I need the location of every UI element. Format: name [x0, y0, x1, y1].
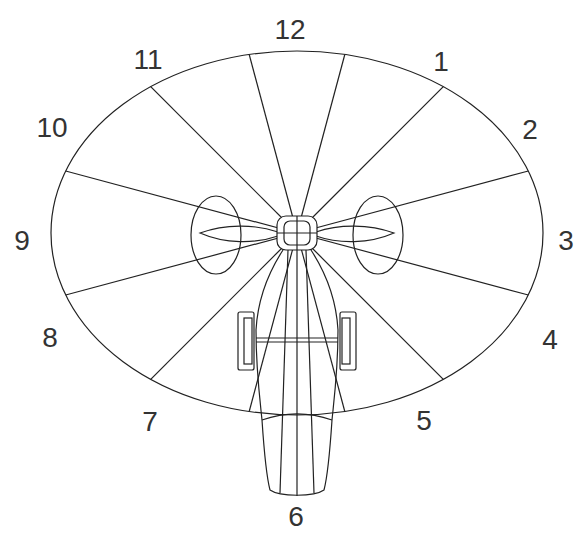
clock-number: 1 — [433, 48, 449, 76]
clock-number: 8 — [42, 324, 58, 352]
clock-number: 5 — [416, 407, 432, 435]
clock-number: 2 — [522, 116, 538, 144]
clock-number: 3 — [558, 227, 574, 255]
clock-number: 12 — [274, 16, 305, 44]
clock-number: 9 — [14, 227, 30, 255]
clock-number: 7 — [142, 408, 158, 436]
clock-number: 10 — [36, 114, 67, 142]
clock-number: 11 — [133, 46, 162, 74]
clock-number: 4 — [542, 326, 558, 354]
clock-number: 6 — [288, 503, 304, 531]
motorcycle — [191, 196, 403, 496]
